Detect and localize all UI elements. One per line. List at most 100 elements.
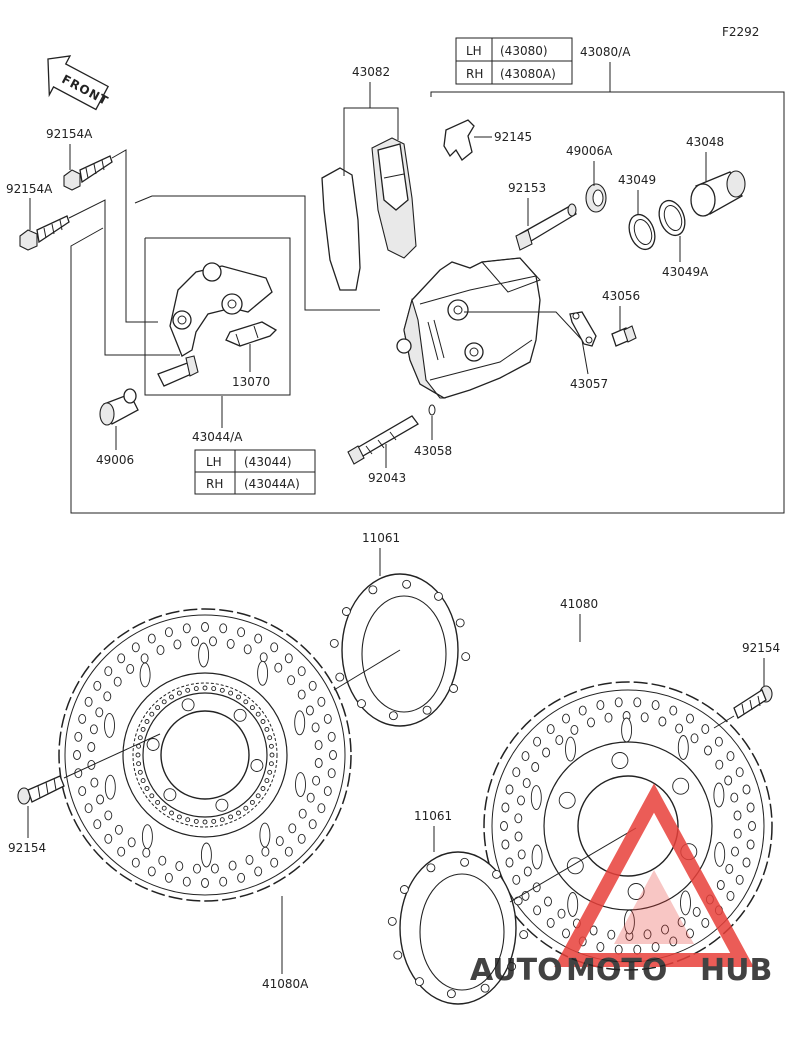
disc-carrier-hole (176, 690, 182, 696)
disc-drill-hole (131, 642, 140, 653)
bracket-table-side-2: RH (206, 477, 223, 491)
disc-drill-hole (748, 821, 756, 831)
shim-hole (519, 930, 529, 940)
bolt-92154-left (17, 775, 65, 805)
shim-hole (480, 983, 490, 993)
disc-drill-hole (733, 810, 742, 821)
disc-drill-hole (690, 733, 699, 744)
disc-drill-hole (182, 623, 191, 634)
label-43082: 43082 (352, 65, 390, 79)
bleeder-43056 (611, 325, 637, 347)
disc-carrier-hole (135, 752, 141, 758)
disc-drill-hole (288, 823, 297, 834)
disc-drill-hole (182, 876, 191, 887)
disc-carrier-hole (137, 735, 143, 741)
bracket-table-part-1: (43044) (244, 455, 292, 469)
disc-vent-slot (259, 822, 271, 848)
disc-carrier-hole (193, 686, 199, 692)
disc-carrier-hole (268, 761, 274, 767)
disc-drill-hole (284, 846, 293, 857)
shim-hole (399, 885, 409, 894)
shim-hole (341, 607, 351, 616)
disc-carrier-hole (169, 810, 174, 816)
disc-drill-hole (287, 675, 296, 686)
label-43080A: 43080/A (580, 45, 631, 59)
disc-carrier-hole (249, 799, 255, 805)
disc-carrier-hole (144, 786, 150, 791)
disc-drill-hole (312, 775, 321, 786)
pad-spring-92145 (443, 119, 475, 161)
disc-drill-hole (533, 736, 542, 747)
disc-drill-hole (96, 794, 105, 805)
figure-code: F2292 (722, 25, 759, 39)
disc-drill-hole (147, 866, 156, 877)
disc-drill-hole (500, 821, 508, 831)
label-41080: 41080 (560, 597, 598, 611)
disc-drill-hole (607, 929, 616, 940)
disc-vent-slot (257, 660, 269, 686)
label-92154A-1: 92154A (46, 127, 93, 141)
pad-pin-92153 (515, 203, 577, 251)
disc-drill-hole (261, 846, 270, 857)
label-43048: 43048 (686, 135, 724, 149)
disc-drill-hole (95, 707, 104, 718)
disc-drill-hole (517, 795, 525, 806)
disc-drill-hole (640, 712, 649, 723)
disc-drill-hole (542, 747, 551, 758)
disc-drill-hole (633, 697, 642, 708)
label-43044A: 43044/A (192, 430, 243, 444)
disc-drill-hole (117, 846, 126, 857)
disc-drill-hole (237, 627, 246, 638)
disc-drill-hole (714, 736, 723, 747)
disc-drill-hole (327, 731, 336, 742)
shim-hole (357, 699, 366, 709)
shim-hole (422, 705, 432, 715)
bracket-table-side-1: LH (206, 455, 222, 469)
brake-pads-43082 (321, 137, 417, 291)
disc-drill-hole (210, 863, 219, 874)
caliper-table-side-1: LH (466, 44, 482, 58)
shim-hole (387, 916, 397, 926)
disc-drill-hole (651, 941, 660, 952)
disc-drill-hole (517, 849, 526, 860)
disc-drill-hole (78, 786, 87, 797)
disc-drill-hole (589, 925, 598, 936)
disc-drill-hole (297, 833, 306, 844)
disc-carrier-hole (267, 735, 273, 741)
pad-spring-13070 (225, 321, 278, 347)
disc-bolt-hole (627, 883, 645, 900)
disc-drill-hole (311, 722, 320, 733)
disc-drill-hole (533, 905, 542, 916)
disc-carrier-hole (228, 690, 234, 696)
disc-vent-slot (677, 735, 689, 760)
disc-drill-hole (147, 633, 156, 644)
disc-drill-hole (512, 874, 521, 885)
disc-drill-hole (514, 813, 523, 824)
shim-hole (335, 672, 345, 682)
shim-hole (513, 896, 523, 906)
disc-drill-hole (501, 802, 510, 813)
caliper-table-part-2: (43080A) (500, 67, 556, 81)
front-arrow-icon: FRONT (47, 55, 111, 111)
disc-drill-hole (329, 750, 337, 760)
disc-drill-hole (173, 639, 182, 650)
disc-drill-hole (219, 876, 228, 887)
watermark-logo: AUTO MOTO HUB (470, 783, 772, 988)
disc-drill-hole (270, 857, 279, 868)
disc-drill-hole (614, 697, 623, 708)
disc-carrier-hole (249, 705, 255, 711)
disc-drill-hole (522, 778, 531, 789)
label-11061-1: 11061 (362, 531, 400, 545)
disc-drill-hole (78, 713, 87, 724)
disc-carrier-hole (267, 769, 273, 775)
disc-drill-hole (142, 847, 151, 858)
disc-drill-hole (742, 857, 751, 868)
caliper-table-part-1: (43080) (500, 44, 548, 58)
shim-hole (388, 711, 398, 721)
disc-carrier-hole (255, 711, 261, 717)
shim-hole (449, 684, 459, 693)
shim-hole (461, 652, 471, 662)
disc-drill-hole (314, 740, 323, 751)
disc-drill-hole (73, 750, 81, 760)
disc-drill-hole (570, 724, 579, 735)
